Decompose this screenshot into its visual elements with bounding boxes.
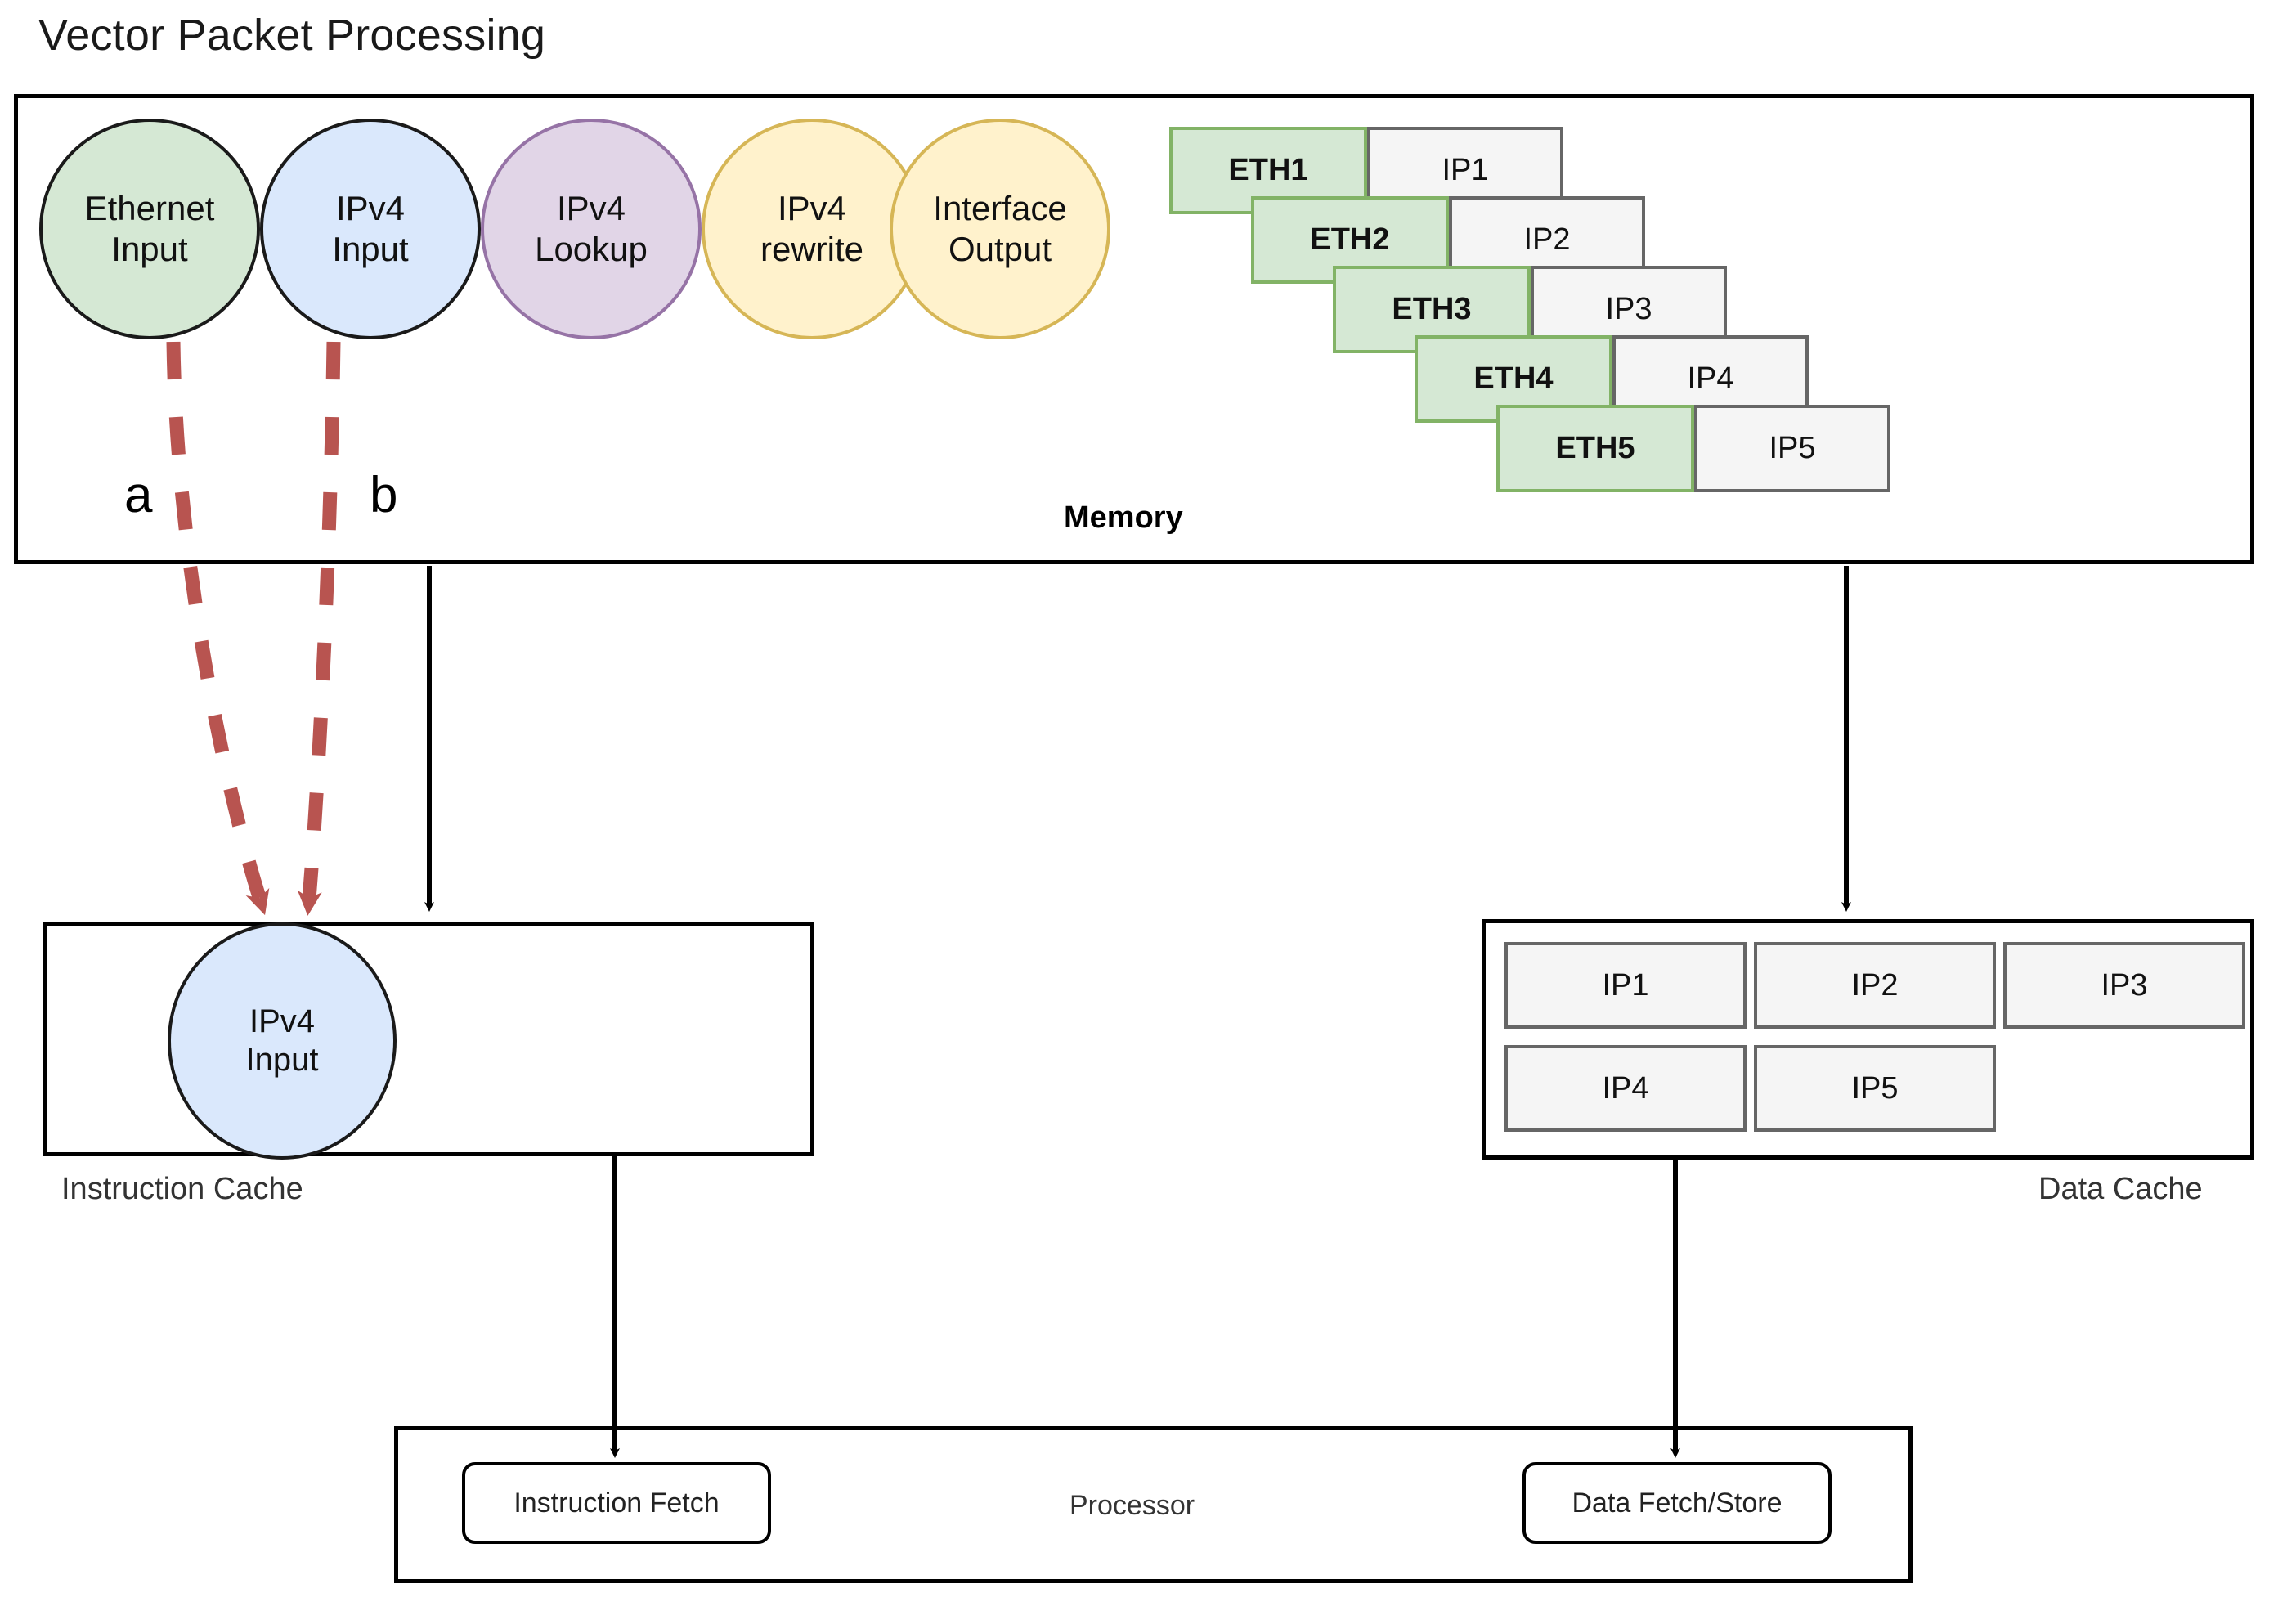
- instruction-cache-node-ipv4-input[interactable]: IPv4 Input: [168, 922, 397, 1160]
- memory-label: Memory: [1064, 500, 1183, 535]
- node-ipv4-input[interactable]: IPv4 Input: [260, 119, 481, 339]
- packet-ip-5[interactable]: IP5: [1694, 405, 1890, 492]
- node-ethernet-input[interactable]: Ethernet Input: [39, 119, 260, 339]
- node-ipv4-lookup-line1: IPv4: [556, 189, 626, 228]
- data-cache-cell-ip2[interactable]: IP2: [1754, 942, 1996, 1029]
- instruction-fetch-box[interactable]: Instruction Fetch: [462, 1462, 771, 1544]
- node-ipv4-rewrite[interactable]: IPv4 rewrite: [702, 119, 922, 339]
- node-ipv4-rewrite-line1: IPv4: [777, 189, 847, 228]
- node-interface-output-line1: Interface: [933, 189, 1067, 228]
- node-ipv4-lookup-line2: Lookup: [535, 230, 648, 268]
- processor-label: Processor: [1069, 1490, 1195, 1521]
- data-cache-cell-ip4[interactable]: IP4: [1504, 1045, 1747, 1132]
- instruction-cache-box: [43, 922, 814, 1156]
- instruction-cache-label: Instruction Cache: [61, 1172, 303, 1206]
- instruction-cache-node-line1: IPv4: [249, 1003, 316, 1039]
- instruction-cache-node-line2: Input: [245, 1042, 319, 1078]
- node-interface-output-line2: Output: [948, 230, 1052, 268]
- annotation-a: a: [124, 467, 153, 523]
- data-cache-cell-ip5[interactable]: IP5: [1754, 1045, 1996, 1132]
- node-interface-output[interactable]: Interface Output: [890, 119, 1110, 339]
- node-ipv4-rewrite-line2: rewrite: [760, 230, 864, 268]
- node-ethernet-input-line1: Ethernet: [84, 189, 215, 228]
- node-ipv4-input-line1: IPv4: [335, 189, 406, 228]
- node-ipv4-input-line2: Input: [332, 230, 409, 268]
- annotation-b: b: [370, 467, 398, 523]
- node-ethernet-input-line2: Input: [111, 230, 188, 268]
- packet-eth-5[interactable]: ETH5: [1496, 405, 1694, 492]
- data-cache-cell-ip1[interactable]: IP1: [1504, 942, 1747, 1029]
- node-ipv4-lookup[interactable]: IPv4 Lookup: [481, 119, 702, 339]
- data-cache-cell-ip3[interactable]: IP3: [2003, 942, 2245, 1029]
- page-title: Vector Packet Processing: [38, 11, 546, 60]
- data-cache-label: Data Cache: [2038, 1172, 2203, 1206]
- data-fetch-store-box[interactable]: Data Fetch/Store: [1522, 1462, 1832, 1544]
